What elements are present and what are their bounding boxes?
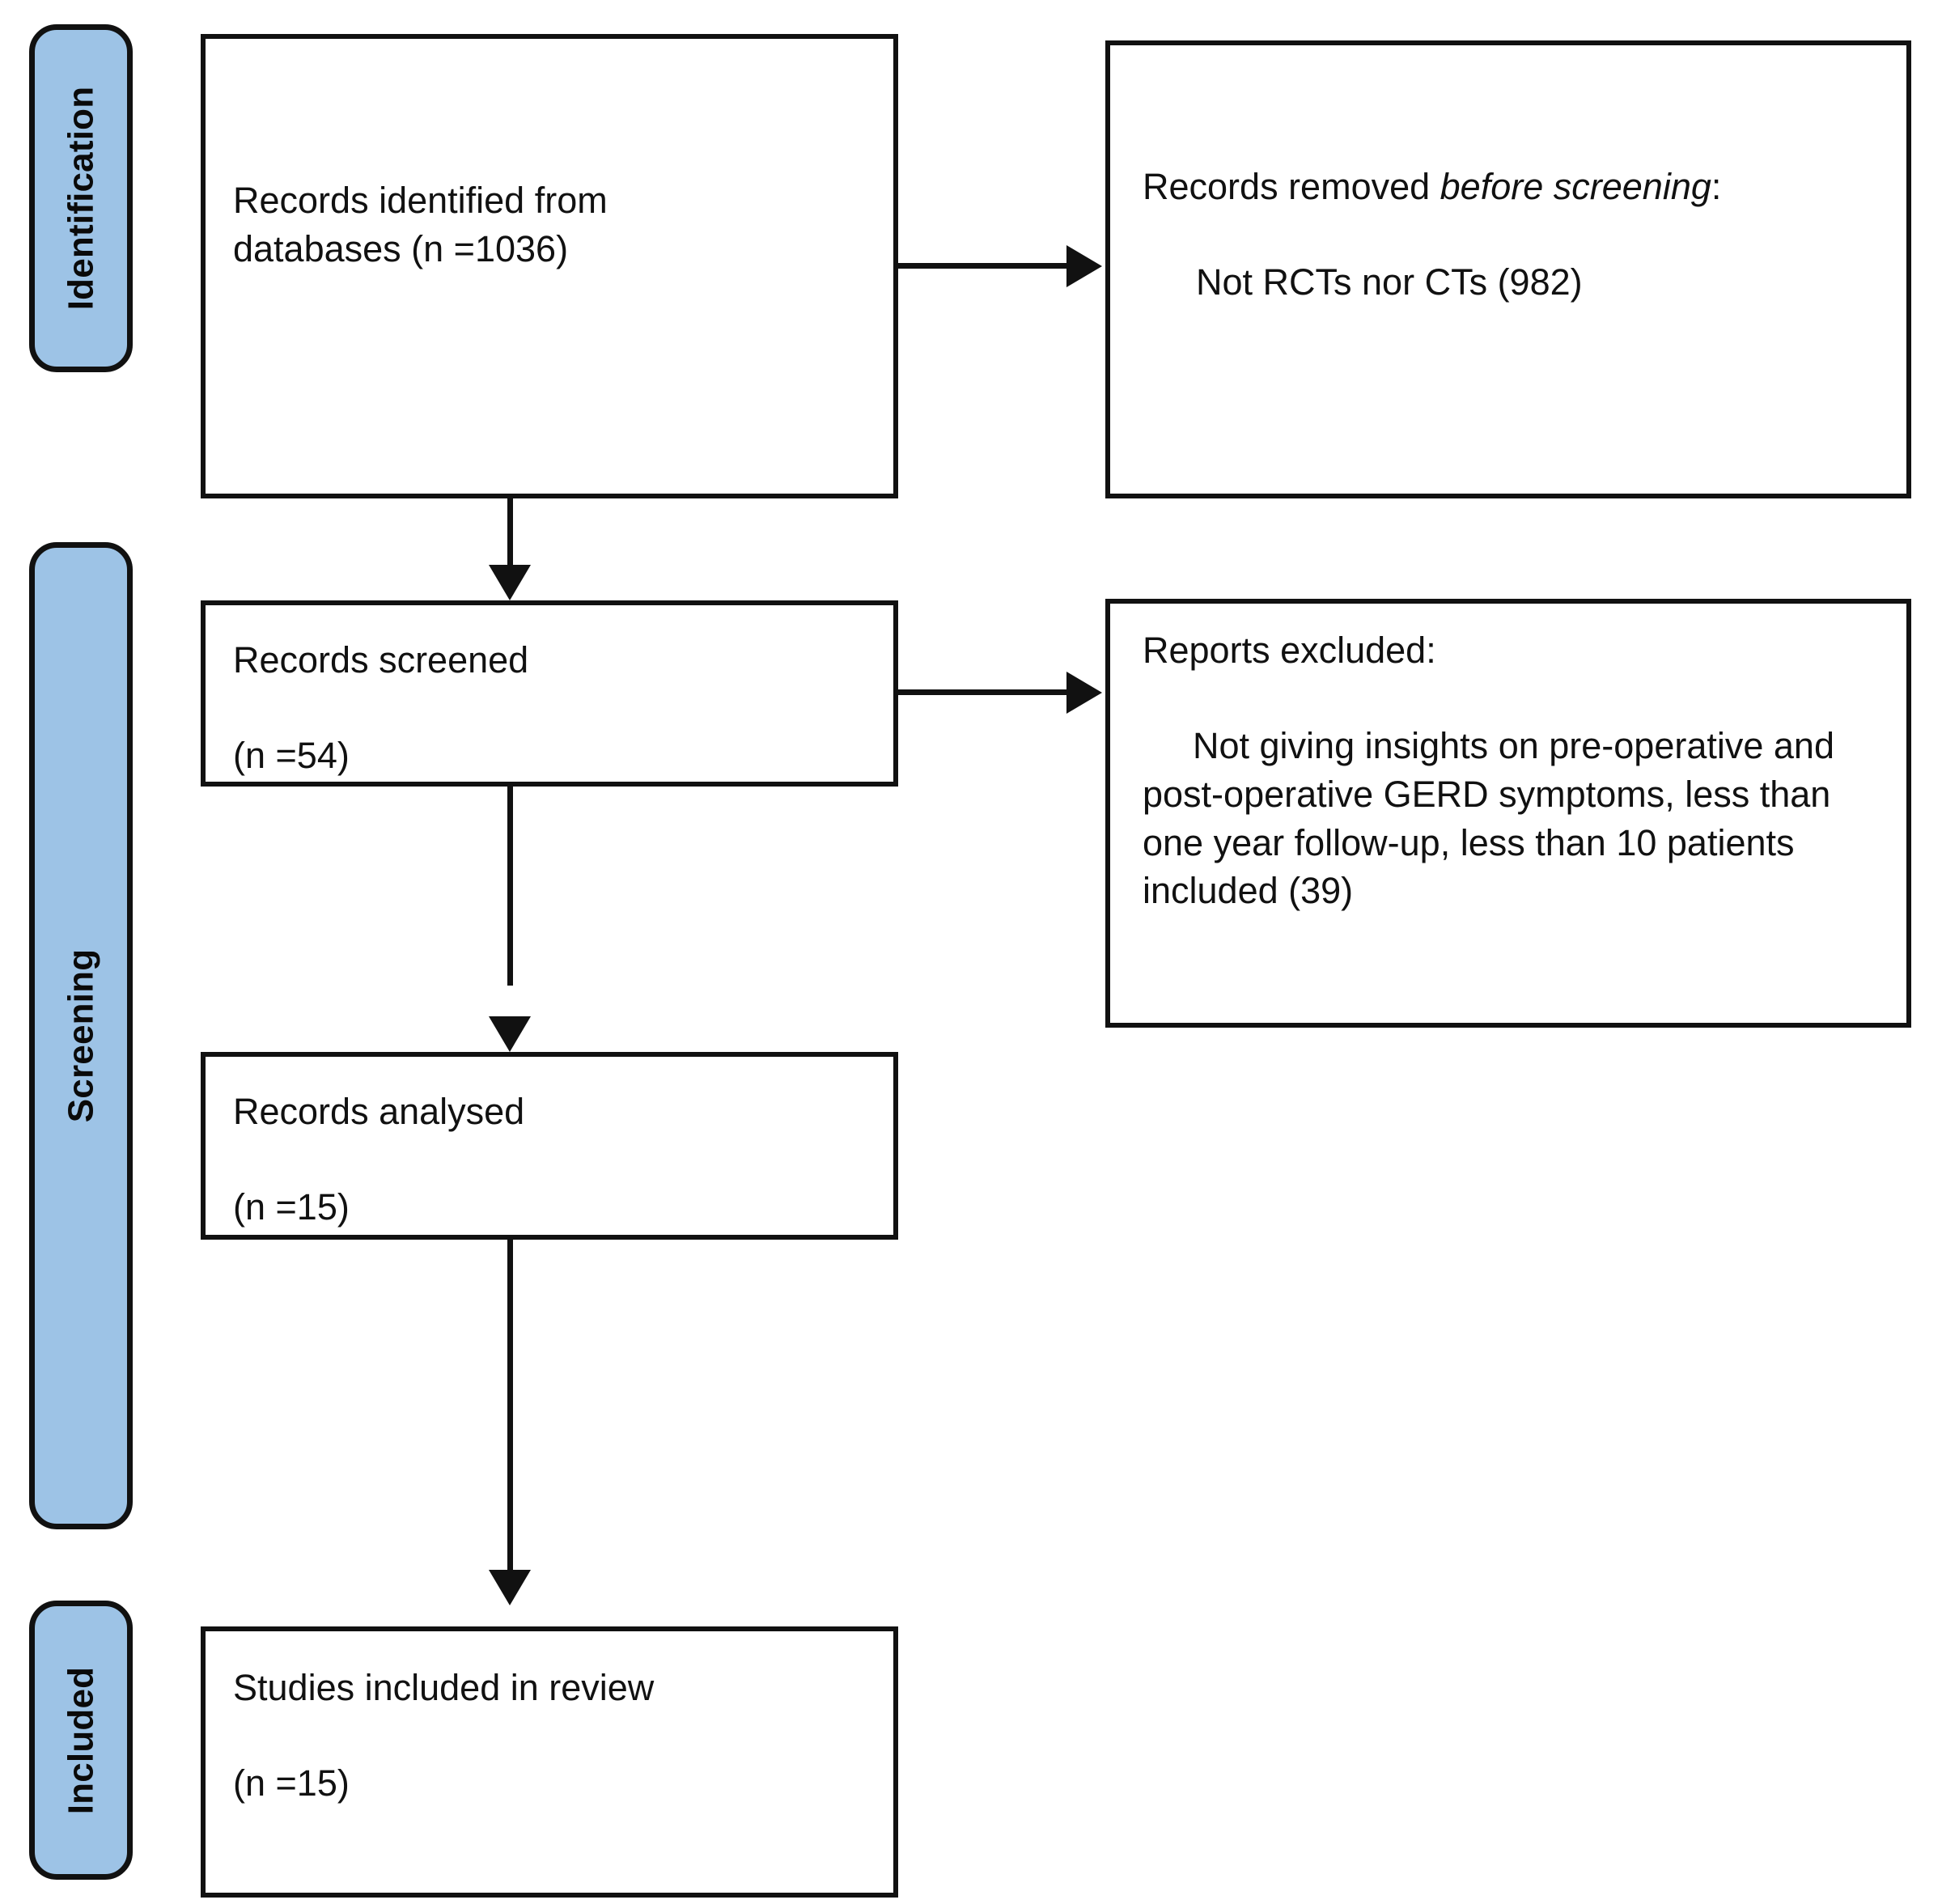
reports-excluded-item-1-text: Not giving insights on pre-operative and… bbox=[1143, 724, 1834, 912]
connector-identified-to-removed bbox=[898, 263, 1070, 269]
records-screened-line1: Records screened bbox=[233, 639, 529, 681]
arrowhead-screened-to-excluded bbox=[1066, 672, 1102, 714]
studies-included-line1: Studies included in review bbox=[233, 1667, 655, 1708]
connector-analysed-to-included bbox=[507, 1240, 513, 1571]
arrowhead-analysed-to-included bbox=[489, 1570, 531, 1605]
arrowhead-identified-to-screened bbox=[489, 565, 531, 600]
records-analysed-line1: Records analysed bbox=[233, 1091, 525, 1132]
studies-included-line2: (n =15) bbox=[233, 1762, 350, 1804]
records-removed-heading-italic: before screening bbox=[1440, 166, 1711, 207]
studies-included-spacer bbox=[233, 1712, 869, 1759]
box-records-screened: Records screened (n =54) bbox=[201, 600, 898, 787]
box-studies-included: Studies included in review (n =15) bbox=[201, 1626, 898, 1898]
stage-pill-screening: Screening bbox=[29, 542, 133, 1529]
stage-label-screening: Screening bbox=[61, 948, 101, 1123]
stage-label-included: Included bbox=[61, 1666, 100, 1814]
records-removed-heading-suffix: : bbox=[1711, 166, 1722, 207]
records-screened-spacer bbox=[233, 685, 869, 731]
records-analysed-spacer bbox=[233, 1136, 869, 1183]
reports-excluded-spacer bbox=[1143, 675, 1874, 722]
box-records-identified: Records identified from databases (n =10… bbox=[201, 34, 898, 498]
reports-excluded-item-1: Not giving insights on pre-operative and… bbox=[1143, 722, 1874, 915]
reports-excluded-heading: Reports excluded: bbox=[1143, 630, 1436, 671]
records-removed-item-1: Not RCTs nor CTs (982) bbox=[1196, 261, 1583, 303]
connector-screened-to-analysed bbox=[507, 787, 513, 986]
records-identified-line2: databases (n =1036) bbox=[233, 227, 569, 269]
records-removed-heading: Records removed before screening: bbox=[1143, 163, 1882, 211]
records-identified-line1: Records identified from bbox=[233, 180, 608, 221]
box-records-removed: Records removed before screening: Not RC… bbox=[1105, 40, 1911, 498]
stage-label-identification: Identification bbox=[61, 86, 101, 311]
box-records-analysed: Records analysed (n =15) bbox=[201, 1052, 898, 1240]
box-reports-excluded: Reports excluded: Not giving insights on… bbox=[1105, 599, 1911, 1028]
connector-screened-to-excluded bbox=[898, 689, 1070, 695]
connector-identified-to-screened bbox=[507, 498, 513, 570]
records-analysed-line2: (n =15) bbox=[233, 1185, 350, 1228]
arrowhead-identified-to-removed bbox=[1066, 245, 1102, 287]
arrowhead-screened-to-analysed bbox=[489, 1016, 531, 1052]
stage-pill-included: Included bbox=[29, 1601, 133, 1880]
records-screened-line2: (n =54) bbox=[233, 734, 350, 776]
records-removed-heading-prefix: Records removed bbox=[1143, 166, 1440, 207]
stage-pill-identification: Identification bbox=[29, 24, 133, 372]
records-removed-spacer bbox=[1143, 211, 1882, 258]
